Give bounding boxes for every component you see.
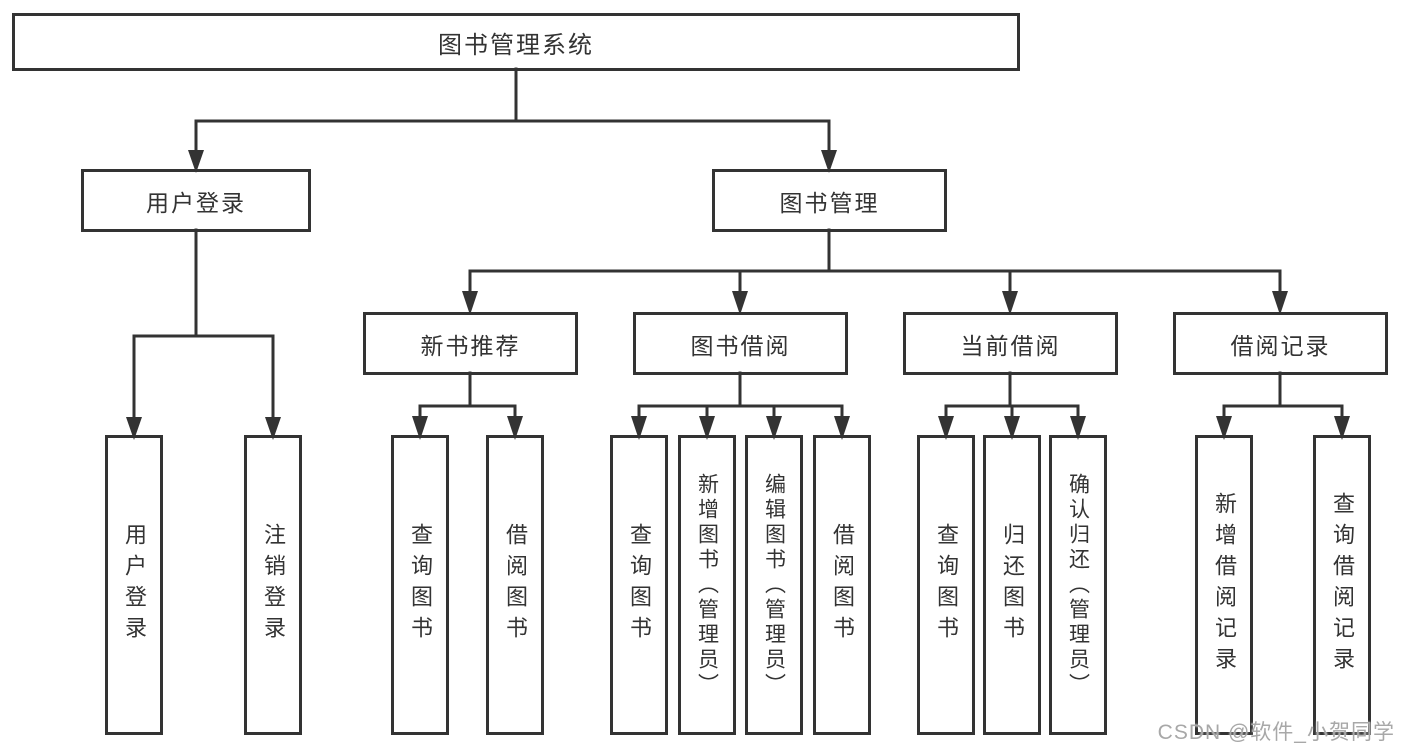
node-label: 图书管理 bbox=[779, 189, 880, 216]
leaf-label: 编辑图书（管理员） bbox=[762, 472, 786, 698]
csdn-watermark: CSDN @软件_小贺同学 bbox=[1157, 721, 1395, 744]
leaf-user-login: 用户登录 bbox=[105, 435, 163, 735]
node-label: 图书借阅 bbox=[690, 332, 791, 359]
leaf-add-books-admin: 新增图书（管理员） bbox=[678, 435, 736, 735]
leaf-add-borrow-record: 新增借阅记录 bbox=[1195, 435, 1253, 735]
node-library-management-system: 图书管理系统 bbox=[12, 13, 1020, 71]
node-label: 用户登录 bbox=[146, 189, 246, 216]
leaf-label: 借阅图书 bbox=[830, 523, 855, 647]
leaf-label: 借阅图书 bbox=[503, 523, 528, 647]
leaf-query-books-current: 查询图书 bbox=[917, 435, 975, 735]
node-book-borrowing: 图书借阅 bbox=[633, 312, 848, 375]
leaf-label: 新增借阅记录 bbox=[1212, 492, 1237, 678]
leaf-label: 确认归还（管理员） bbox=[1066, 472, 1090, 698]
leaf-borrow-books-borrowing: 借阅图书 bbox=[813, 435, 871, 735]
leaf-label: 查询图书 bbox=[627, 523, 652, 647]
node-label: 借阅记录 bbox=[1230, 332, 1331, 359]
node-borrowing-records: 借阅记录 bbox=[1173, 312, 1388, 375]
leaf-label: 查询借阅记录 bbox=[1330, 492, 1355, 678]
node-label: 图书管理系统 bbox=[438, 31, 594, 59]
node-new-book-recommendation: 新书推荐 bbox=[363, 312, 578, 375]
leaf-edit-books-admin: 编辑图书（管理员） bbox=[745, 435, 803, 735]
leaf-query-books-recommend: 查询图书 bbox=[391, 435, 449, 735]
leaf-confirm-return-admin: 确认归还（管理员） bbox=[1049, 435, 1107, 735]
node-label: 新书推荐 bbox=[420, 332, 521, 359]
node-book-management: 图书管理 bbox=[712, 169, 947, 232]
leaf-label: 归还图书 bbox=[1000, 523, 1025, 647]
leaf-label: 查询图书 bbox=[408, 523, 433, 647]
leaf-return-books: 归还图书 bbox=[983, 435, 1041, 735]
node-user-login: 用户登录 bbox=[81, 169, 311, 232]
leaf-logout: 注销登录 bbox=[244, 435, 302, 735]
leaf-borrow-books-recommend: 借阅图书 bbox=[486, 435, 544, 735]
leaf-query-books-borrowing: 查询图书 bbox=[610, 435, 668, 735]
leaf-label: 新增图书（管理员） bbox=[695, 472, 719, 698]
leaf-label: 用户登录 bbox=[122, 523, 147, 647]
leaf-label: 查询图书 bbox=[934, 523, 959, 647]
leaf-label: 注销登录 bbox=[261, 523, 286, 647]
node-current-borrowing: 当前借阅 bbox=[903, 312, 1118, 375]
node-label: 当前借阅 bbox=[960, 332, 1061, 359]
leaf-query-borrow-record: 查询借阅记录 bbox=[1313, 435, 1371, 735]
